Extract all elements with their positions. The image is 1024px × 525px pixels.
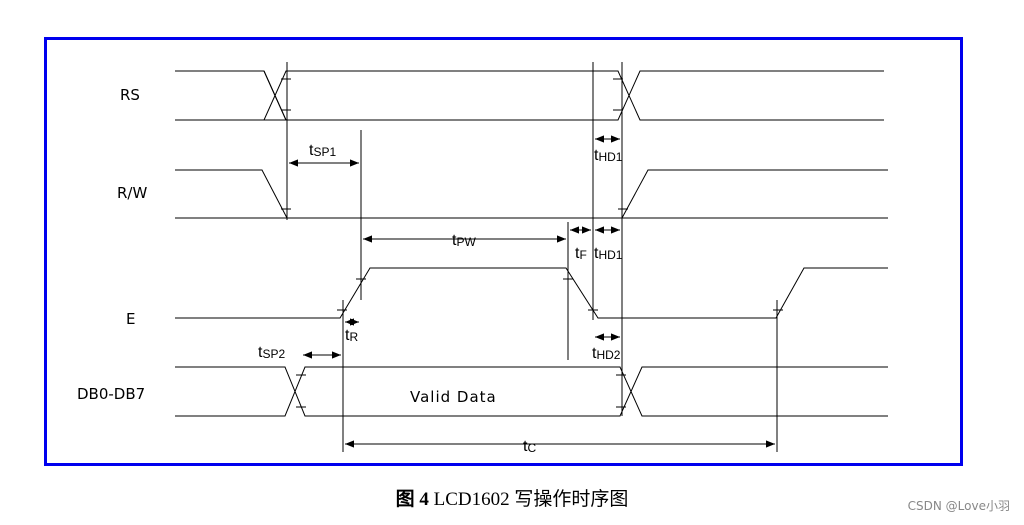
diagram-frame xyxy=(44,37,963,466)
figure-caption: 图 4 LCD1602 写操作时序图 xyxy=(0,484,1024,511)
db-waveform xyxy=(175,366,888,417)
timing-diagram: RS R/W E DB0-DB7 Valid Data xyxy=(44,37,963,466)
valid-data-label: Valid Data xyxy=(410,388,497,406)
label-thd1-mid: tHD1 xyxy=(594,245,623,262)
label-tf: tF xyxy=(575,245,587,262)
guide-lines xyxy=(286,62,778,452)
e-waveform xyxy=(175,267,888,319)
label-thd2: tHD2 xyxy=(592,345,621,362)
label-tpw: tPW xyxy=(452,232,476,249)
watermark: CSDN @Love小羽 xyxy=(907,499,1010,513)
figure-title: LCD1602 写操作时序图 xyxy=(428,489,629,510)
signal-label-db: DB0-DB7 xyxy=(77,385,145,403)
rw-waveform xyxy=(175,169,888,219)
figure-number: 图 4 xyxy=(395,489,429,510)
timing-arrows xyxy=(289,135,775,448)
signal-label-e: E xyxy=(126,310,135,328)
label-tsp1: tSP1 xyxy=(309,142,336,159)
label-thd1-top: tHD1 xyxy=(594,147,623,164)
label-tr: tR xyxy=(345,327,358,344)
signal-label-rw: R/W xyxy=(117,184,147,202)
label-tc: tC xyxy=(523,438,536,455)
rs-waveform xyxy=(175,70,884,121)
signal-label-rs: RS xyxy=(120,86,140,104)
label-tsp2: tSP2 xyxy=(258,344,285,361)
